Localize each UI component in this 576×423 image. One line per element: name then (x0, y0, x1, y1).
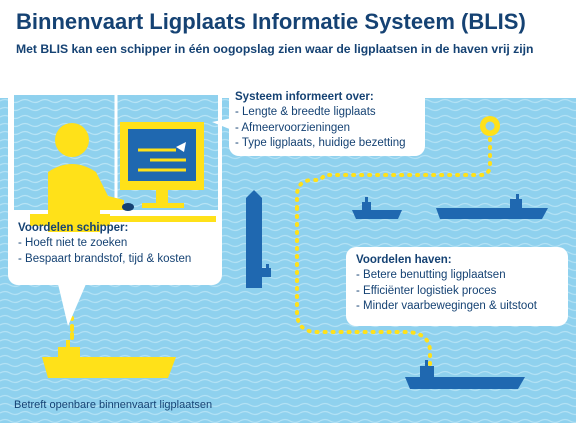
port-benefits-box: Voordelen haven: - Betere benutting ligp… (352, 250, 564, 324)
system-info-box: Systeem informeert over: - Lengte & bree… (229, 86, 425, 156)
port-benefits-item: - Minder vaarbewegingen & uitstoot (356, 300, 537, 312)
skipper-benefits-title: Voordelen schipper: (18, 222, 129, 234)
ship-icon (436, 194, 548, 219)
port-box-bg (346, 247, 568, 326)
ship-icon (246, 190, 271, 288)
mouse-icon (122, 203, 134, 211)
port-benefits-item: - Efficiënter logistiek proces (356, 284, 497, 297)
skipper-benefits-box: Voordelen schipper: - Hoeft niet te zoek… (14, 222, 214, 280)
page-subtitle: Met BLIS kan een schipper in één oogopsl… (16, 42, 534, 56)
footer-note: Betreft openbare binnenvaart ligplaatsen (14, 399, 213, 411)
ship-icon (405, 360, 525, 389)
route-path (70, 134, 492, 368)
port-benefits-title: Voordelen haven: (356, 254, 452, 266)
system-info-item: - Lengte & breedte ligplaats (235, 106, 376, 118)
computer-screen-icon (120, 122, 204, 208)
system-info-item: - Afmeervoorzieningen (235, 121, 351, 134)
skipper-benefits-item: - Hoeft niet te zoeken (18, 237, 128, 249)
system-info-item: - Type ligplaats, huidige bezetting (235, 137, 406, 149)
page-title: Binnenvaart Ligplaats Informatie Systeem… (16, 9, 526, 34)
destination-marker-icon (480, 116, 500, 136)
skipper-benefits-item: - Bespaart brandstof, tijd & kosten (18, 252, 192, 265)
port-benefits-item: - Betere benutting ligplaatsen (356, 269, 506, 281)
ship-icon (42, 340, 176, 378)
system-info-title: Systeem informeert over: (235, 91, 374, 103)
ship-icon (352, 197, 402, 219)
